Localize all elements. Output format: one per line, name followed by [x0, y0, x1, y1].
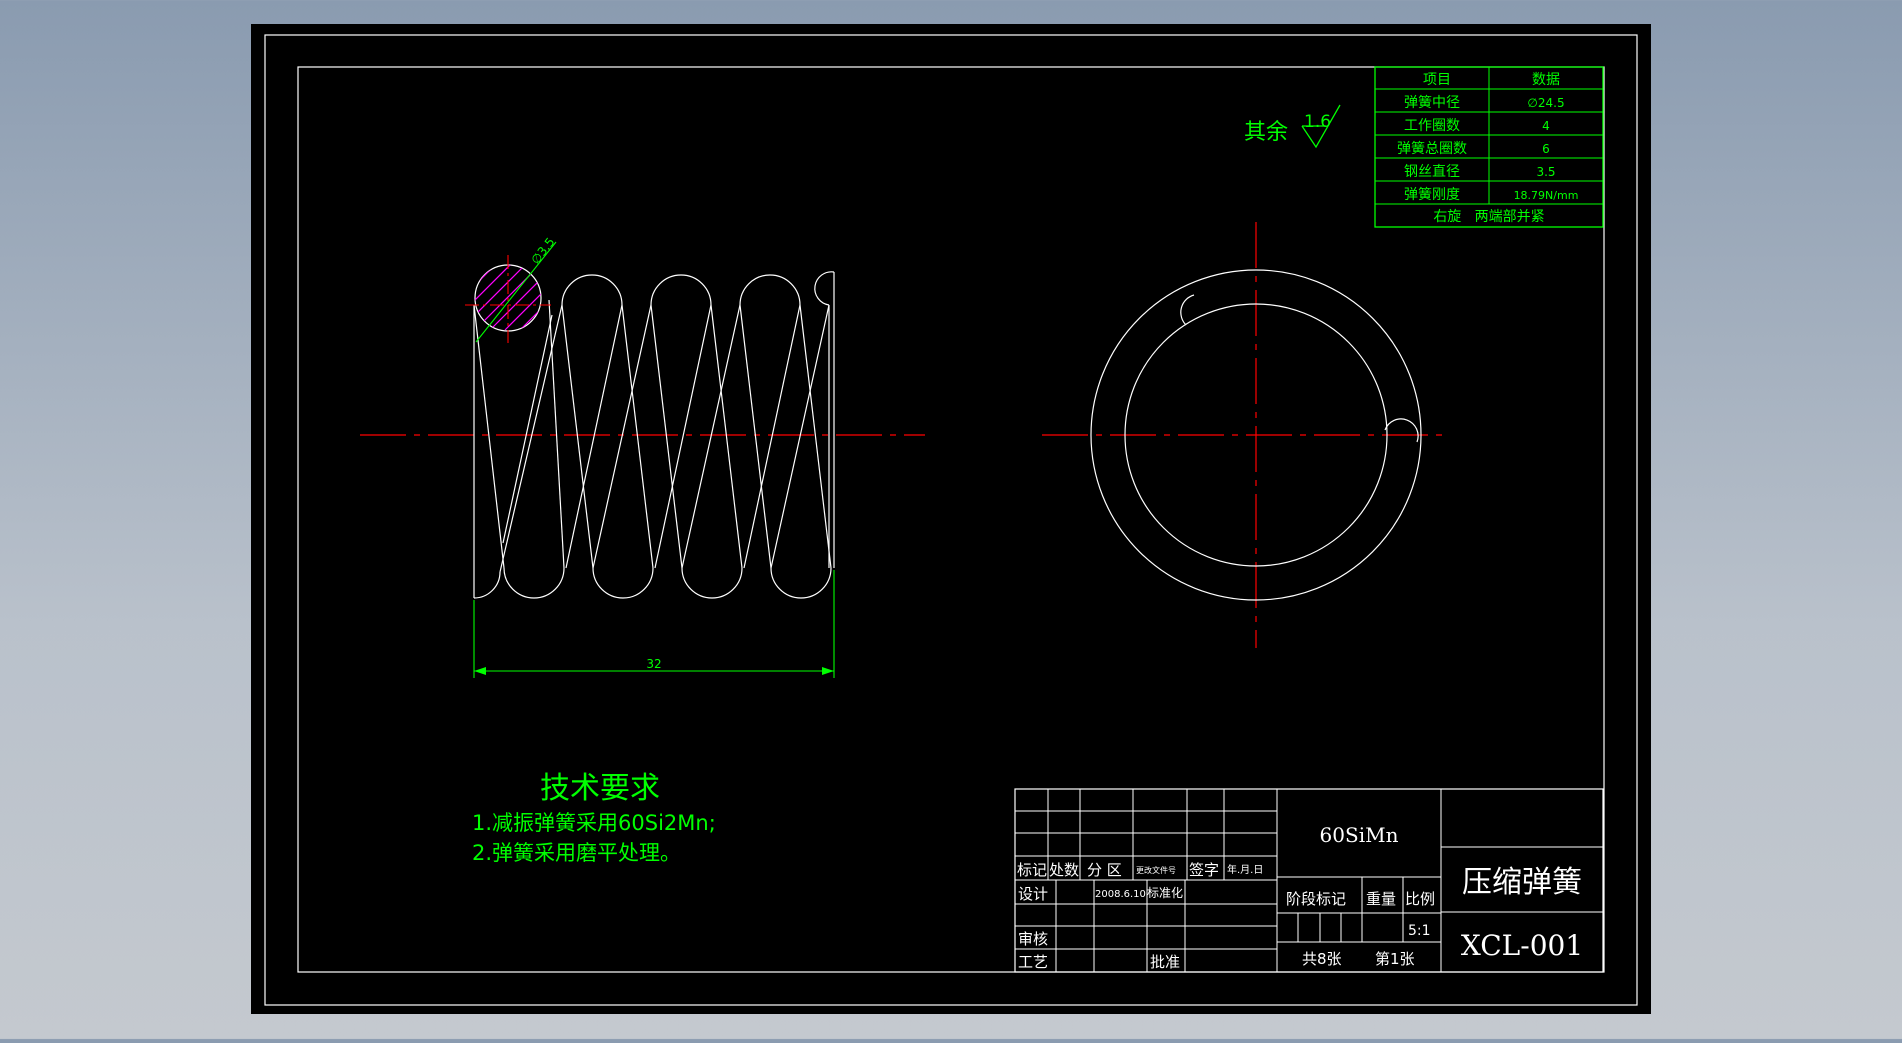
review-label: 审核 — [1018, 930, 1048, 948]
length-dim-value: 32 — [646, 657, 661, 671]
process-label: 工艺 — [1018, 953, 1048, 971]
approve-label: 批准 — [1150, 953, 1180, 971]
title-block: 标记 处数 分 区 更改文件号 签字 年.月.日 设计 2008.6.10 标准… — [1014, 788, 1604, 973]
param-name: 工作圈数 — [1404, 118, 1460, 134]
param-value: 6 — [1542, 142, 1550, 156]
param-value: ∅24.5 — [1527, 96, 1564, 110]
spring-parameter-table: 项目 数据 弹簧中径 ∅24.5 工作圈数 4 弹簧总圈数 6 钢丝直径 3.5… — [1374, 66, 1604, 228]
hdr-date: 年.月.日 — [1227, 863, 1263, 876]
material-name: 60SiMn — [1320, 823, 1399, 847]
param-name: 钢丝直径 — [1404, 163, 1460, 180]
param-value: 3.5 — [1536, 165, 1555, 179]
spring-end-view — [1042, 222, 1445, 648]
spring-front-view: ∅3.5 32 — [360, 235, 925, 678]
drawing-sheet — [251, 24, 1651, 1014]
scale-label: 比例 — [1405, 890, 1435, 908]
wire-dim-leader — [475, 241, 557, 343]
hdr-docno: 更改文件号 — [1136, 865, 1176, 875]
roughness-symbol-icon — [1301, 104, 1341, 149]
param-name: 弹簧刚度 — [1404, 187, 1460, 203]
wire-section: ∅3.5 — [465, 235, 558, 343]
surface-roughness-note: 其余 1.6 — [1244, 104, 1341, 149]
hdr-zone: 分 区 — [1087, 861, 1122, 879]
param-value: 4 — [1542, 119, 1550, 133]
part-name: 压缩弹簧 — [1462, 865, 1582, 900]
roughness-value: 1.6 — [1304, 112, 1331, 132]
hdr-mark: 标记 — [1017, 861, 1047, 879]
param-name: 弹簧中径 — [1404, 95, 1460, 111]
sheet-number: 第1张 — [1375, 950, 1415, 968]
tech-line-2: 2.弹簧采用磨平处理。 — [472, 841, 681, 865]
param-name: 弹簧总圈数 — [1397, 141, 1467, 157]
standardize-label: 标准化 — [1147, 886, 1183, 900]
design-date: 2008.6.10 — [1095, 889, 1146, 900]
design-label: 设计 — [1018, 885, 1048, 903]
tech-line-1: 1.减振弹簧采用60Si2Mn; — [472, 811, 716, 835]
weight-label: 重量 — [1366, 890, 1396, 908]
inner-frame — [297, 66, 1605, 973]
technical-requirements: 技术要求 1.减振弹簧采用60Si2Mn; 2.弹簧采用磨平处理。 — [472, 771, 716, 865]
param-header-data: 数据 — [1532, 72, 1560, 88]
total-sheets: 共8张 — [1302, 950, 1342, 968]
outer-frame — [264, 34, 1638, 1006]
length-dimension — [473, 570, 835, 678]
hdr-count: 处数 — [1049, 861, 1079, 879]
scale-value: 5:1 — [1408, 923, 1431, 939]
stage-label: 阶段标记 — [1286, 890, 1346, 908]
hdr-sign: 签字 — [1189, 861, 1219, 879]
drawing-code: XCL-001 — [1461, 929, 1583, 962]
param-header-item: 项目 — [1423, 72, 1451, 88]
tech-title: 技术要求 — [540, 771, 660, 806]
roughness-label: 其余 — [1244, 120, 1288, 145]
param-value: 18.79N/mm — [1514, 189, 1579, 202]
param-footer: 右旋 两端部并紧 — [1433, 209, 1544, 225]
